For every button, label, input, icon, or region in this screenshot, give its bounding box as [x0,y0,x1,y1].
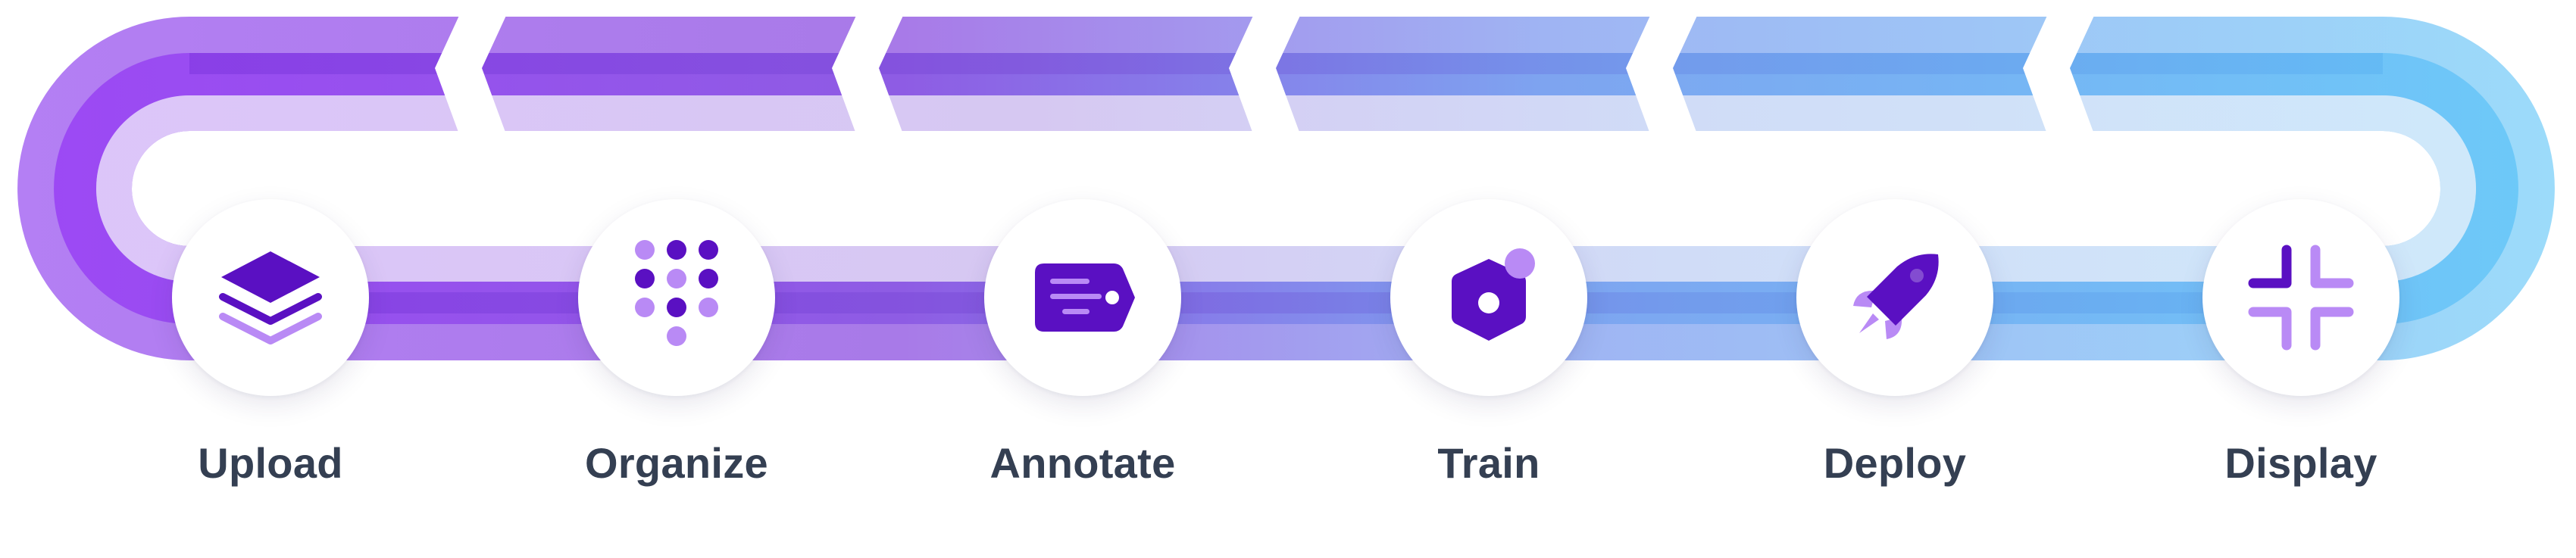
chevron-cutouts [435,9,2097,142]
chevron-cutout-1 [435,9,509,142]
track-band-mid [54,53,2518,324]
layers-icon [219,251,322,344]
rocket-icon [1853,254,1939,339]
step-node-deploy [1796,199,1993,396]
chevron-cutout-5 [2023,9,2097,142]
track-core-bottom [189,292,2383,313]
hexagon-node-icon [1452,248,1535,341]
step-label-display: Display [2224,439,2377,487]
chevron-cutout-2 [832,9,906,142]
step-label-organize: Organize [584,439,768,487]
step-label-annotate: Annotate [989,439,1176,487]
track-band [17,17,2555,360]
step-label-upload: Upload [198,439,343,487]
corners-icon [2248,245,2354,351]
chevron-cutout-4 [1626,9,1700,142]
step-node-annotate [984,199,1181,396]
step-label-deploy: Deploy [1823,439,1967,487]
step-node-upload [172,199,369,396]
step-node-organize [578,199,775,396]
label-tag-icon [1035,263,1135,332]
step-node-display [2202,199,2399,396]
step-label-train: Train [1437,439,1540,487]
track-core-top [189,53,2383,74]
step-node-train [1390,199,1587,396]
chevron-cutout-3 [1229,9,1303,142]
dot-grid-icon [635,240,718,346]
